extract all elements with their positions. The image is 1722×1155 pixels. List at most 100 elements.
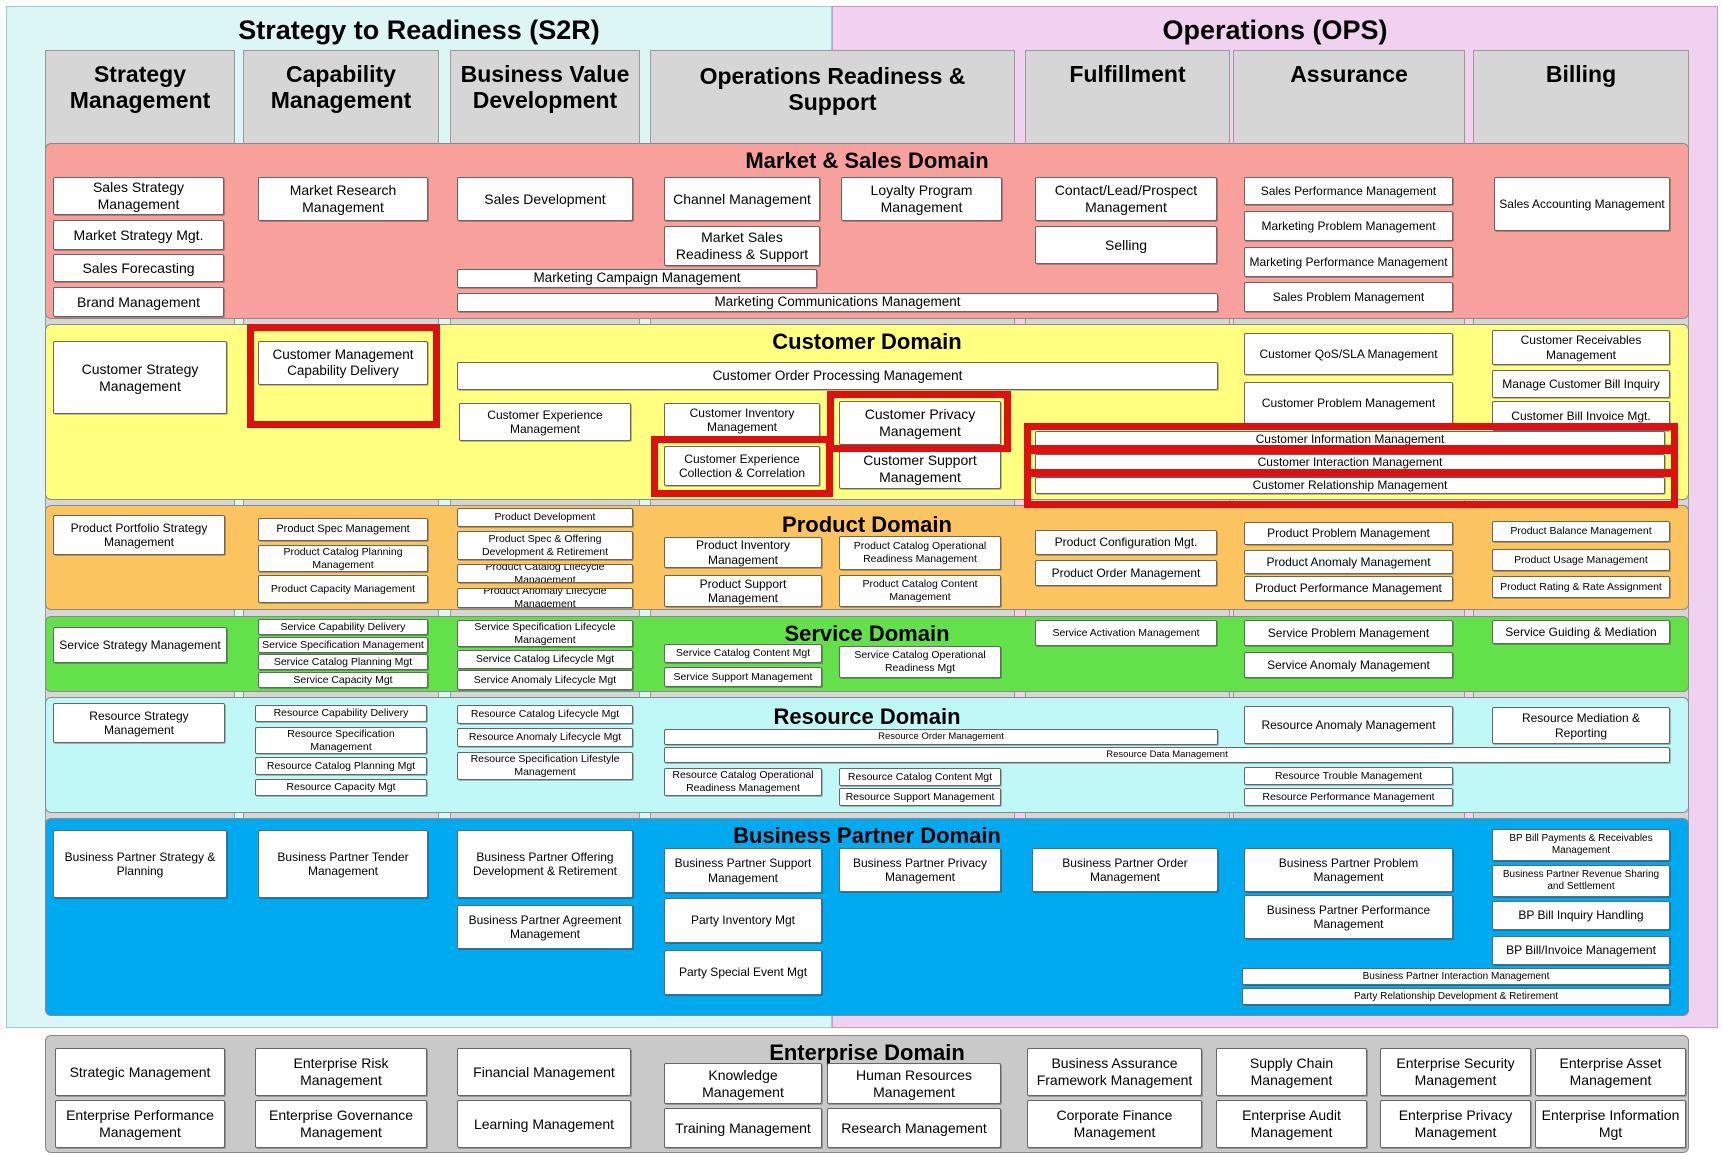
process-business-partner-order-management: Business Partner Order Management: [1032, 848, 1218, 892]
domain-title-product: Product Domain: [782, 512, 952, 537]
process-resource-support-management: Resource Support Management: [839, 788, 1001, 806]
process-supply-chain-management: Supply Chain Management: [1216, 1048, 1367, 1096]
process-resource-strategy-management: Resource Strategy Management: [53, 703, 225, 743]
process-resource-mediation-and-reporting: Resource Mediation & Reporting: [1492, 707, 1670, 744]
process-selling: Selling: [1035, 226, 1217, 264]
process-customer-information-management: Customer Information Management: [1035, 431, 1665, 448]
process-strategic-management: Strategic Management: [55, 1048, 225, 1096]
process-product-usage-management: Product Usage Management: [1492, 549, 1670, 571]
process-product-problem-management: Product Problem Management: [1244, 522, 1453, 545]
process-product-rating-and-rate-assignment: Product Rating & Rate Assignment: [1492, 576, 1670, 598]
process-customer-privacy-management: Customer Privacy Management: [839, 401, 1001, 445]
process-product-configuration-mgt: Product Configuration Mgt.: [1035, 530, 1217, 555]
process-learning-management: Learning Management: [457, 1100, 631, 1148]
process-market-strategy-mgt: Market Strategy Mgt.: [53, 220, 224, 250]
process-resource-anomaly-lifecycle-mgt: Resource Anomaly Lifecycle Mgt: [457, 728, 633, 747]
process-contact-lead-prospect-management: Contact/Lead/Prospect Management: [1035, 177, 1217, 221]
process-product-performance-management: Product Performance Management: [1244, 576, 1453, 601]
column-title: Billing: [1545, 61, 1617, 87]
process-product-catalog-lifecycle-management: Product Catalog Lifecycle Management: [457, 564, 633, 583]
process-sales-performance-management: Sales Performance Management: [1244, 177, 1453, 205]
process-research-management: Research Management: [827, 1108, 1001, 1148]
process-business-partner-strategy-and-planning: Business Partner Strategy & Planning: [53, 830, 227, 898]
process-sales-forecasting: Sales Forecasting: [53, 254, 224, 282]
process-bp-bill-invoice-management: BP Bill/Invoice Management: [1492, 936, 1670, 965]
process-resource-catalog-content-mgt: Resource Catalog Content Mgt: [839, 768, 1001, 786]
process-bp-bill-inquiry-handling: BP Bill Inquiry Handling: [1492, 901, 1670, 930]
process-sales-development: Sales Development: [457, 177, 633, 221]
column-title: Fulfillment: [1069, 61, 1186, 87]
process-resource-trouble-management: Resource Trouble Management: [1244, 767, 1453, 785]
process-service-anomaly-lifecycle-mgt: Service Anomaly Lifecycle Mgt: [457, 670, 633, 690]
process-product-catalog-planning-management: Product Catalog Planning Management: [258, 545, 428, 572]
process-sales-strategy-management: Sales Strategy Management: [53, 177, 224, 215]
process-party-inventory-mgt: Party Inventory Mgt: [664, 898, 822, 943]
process-enterprise-performance-management: Enterprise Performance Management: [55, 1100, 225, 1148]
column-title: Operations Readiness & Support: [699, 63, 966, 115]
ops-title: Operations (OPS): [1162, 15, 1388, 45]
process-human-resources-management: Human Resources Management: [827, 1063, 1001, 1104]
process-marketing-communications-management: Marketing Communications Management: [457, 293, 1218, 312]
domain-title-resource: Resource Domain: [773, 704, 961, 729]
process-enterprise-information-mgt: Enterprise Information Mgt: [1535, 1100, 1686, 1148]
process-customer-order-processing-management: Customer Order Processing Management: [457, 362, 1218, 390]
process-customer-receivables-management: Customer Receivables Management: [1492, 330, 1670, 365]
process-sales-problem-management: Sales Problem Management: [1244, 282, 1453, 312]
process-business-partner-revenue-sharing-and-settlement: Business Partner Revenue Sharing and Set…: [1492, 865, 1670, 897]
process-financial-management: Financial Management: [457, 1048, 631, 1096]
process-service-capacity-mgt: Service Capacity Mgt: [258, 672, 428, 688]
process-product-balance-management: Product Balance Management: [1492, 521, 1670, 542]
process-product-development: Product Development: [457, 508, 633, 527]
process-sales-accounting-management: Sales Accounting Management: [1494, 177, 1670, 231]
process-customer-inventory-management: Customer Inventory Management: [664, 403, 820, 437]
process-resource-data-management: Resource Data Management: [664, 747, 1670, 763]
process-customer-experience-management: Customer Experience Management: [459, 403, 631, 441]
process-service-catalog-lifecycle-mgt: Service Catalog Lifecycle Mgt: [457, 650, 633, 669]
process-service-anomaly-management: Service Anomaly Management: [1244, 652, 1453, 678]
process-service-support-management: Service Support Management: [664, 667, 822, 687]
process-customer-bill-invoice-mgt: Customer Bill Invoice Mgt.: [1492, 401, 1670, 431]
process-customer-qos-sla-management: Customer QoS/SLA Management: [1244, 333, 1453, 375]
domain-title-market: Market & Sales Domain: [745, 148, 989, 173]
process-service-catalog-planning-mgt: Service Catalog Planning Mgt: [258, 654, 428, 670]
process-knowledge-management: Knowledge Management: [664, 1063, 822, 1104]
process-product-inventory-management: Product Inventory Management: [664, 537, 822, 568]
process-customer-problem-management: Customer Problem Management: [1244, 382, 1453, 424]
process-resource-catalog-planning-mgt: Resource Catalog Planning Mgt: [255, 757, 427, 775]
process-corporate-finance-management: Corporate Finance Management: [1027, 1100, 1202, 1148]
process-service-problem-management: Service Problem Management: [1244, 620, 1453, 646]
process-product-anomaly-lifecycle-management: Product Anomaly Lifecycle Management: [457, 588, 633, 608]
process-enterprise-privacy-management: Enterprise Privacy Management: [1380, 1100, 1531, 1148]
process-service-guiding-and-mediation: Service Guiding & Mediation: [1492, 620, 1670, 644]
process-bp-bill-payments-and-receivables-management: BP Bill Payments & Receivables Managemen…: [1492, 829, 1670, 861]
process-service-strategy-management: Service Strategy Management: [53, 627, 227, 663]
process-product-spec-management: Product Spec Management: [258, 518, 428, 541]
process-business-partner-tender-management: Business Partner Tender Management: [258, 830, 428, 898]
process-business-partner-interaction-management: Business Partner Interaction Management: [1242, 968, 1670, 985]
process-customer-relationship-management: Customer Relationship Management: [1035, 477, 1665, 494]
process-customer-management-capability-delivery: Customer Management Capability Delivery: [258, 341, 428, 385]
process-enterprise-audit-management: Enterprise Audit Management: [1216, 1100, 1367, 1148]
process-business-partner-offering-development-and-retirement: Business Partner Offering Development & …: [457, 830, 633, 898]
process-channel-management: Channel Management: [664, 177, 820, 221]
column-title: Capability Management: [270, 61, 412, 113]
process-resource-catalog-operational-readiness-management: Resource Catalog Operational Readiness M…: [664, 768, 822, 796]
process-service-capability-delivery: Service Capability Delivery: [258, 619, 428, 635]
column-title: Business Value Development: [460, 61, 630, 113]
process-brand-management: Brand Management: [53, 287, 224, 317]
process-resource-performance-management: Resource Performance Management: [1244, 788, 1453, 806]
process-marketing-campaign-management: Marketing Campaign Management: [457, 269, 817, 288]
process-customer-strategy-management: Customer Strategy Management: [53, 341, 227, 414]
process-product-capacity-management: Product Capacity Management: [258, 575, 428, 603]
process-enterprise-governance-management: Enterprise Governance Management: [255, 1100, 427, 1148]
process-product-anomaly-management: Product Anomaly Management: [1244, 550, 1453, 574]
s2r-title: Strategy to Readiness (S2R): [238, 15, 600, 45]
process-enterprise-security-management: Enterprise Security Management: [1380, 1048, 1531, 1096]
process-resource-capacity-mgt: Resource Capacity Mgt: [255, 779, 427, 796]
process-market-sales-readiness-and-support: Market Sales Readiness & Support: [664, 226, 820, 266]
process-party-relationship-development-and-retirement: Party Relationship Development & Retirem…: [1242, 988, 1670, 1005]
process-manage-customer-bill-inquiry: Manage Customer Bill Inquiry: [1492, 370, 1670, 398]
process-customer-experience-collection-and-correlation: Customer Experience Collection & Correla…: [664, 446, 820, 486]
process-service-specification-lifecycle-management: Service Specification Lifecycle Manageme…: [457, 620, 633, 647]
